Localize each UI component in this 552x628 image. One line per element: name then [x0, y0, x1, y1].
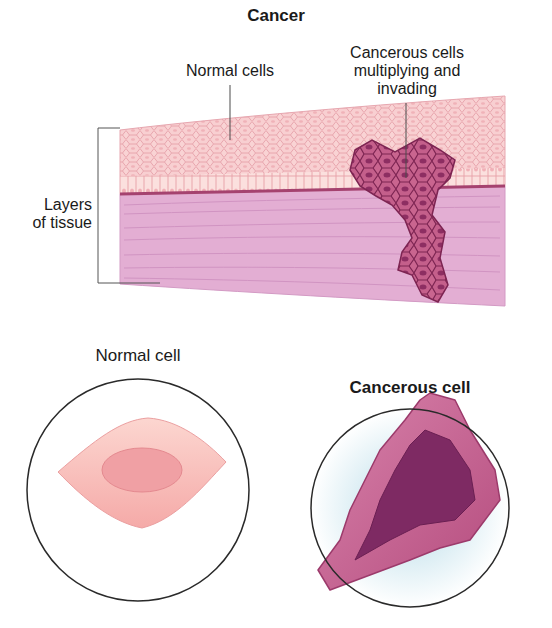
part-label: Layers of tissue — [29, 196, 92, 232]
cancer-nucleus — [355, 430, 475, 560]
part-label: Cancerous cells multiplying and invading — [346, 44, 468, 98]
connective-layer — [120, 186, 505, 306]
circle-heading: Cancerous cell — [350, 378, 471, 398]
circle-border — [27, 379, 249, 601]
circle-outline — [26, 378, 250, 602]
part-label: Normal cells — [186, 62, 274, 80]
normal-cell-body — [58, 418, 226, 528]
cancer-cell-body — [318, 393, 500, 590]
circle-border — [311, 409, 509, 607]
leader-line — [406, 103, 407, 178]
circle-heading: Normal cell — [95, 346, 180, 366]
circle-ground — [27, 379, 249, 601]
diagram-title: Cancer — [0, 6, 552, 26]
circle-outline — [310, 408, 510, 608]
cell-nucleus — [102, 448, 182, 492]
circle-node: Cancerous cell — [310, 408, 510, 608]
leader-line — [230, 85, 231, 140]
layer-bracket — [98, 128, 160, 283]
circle-node: Normal cell — [26, 378, 250, 602]
invading-cancer-cells — [350, 138, 455, 302]
basement-membrane — [120, 186, 505, 194]
